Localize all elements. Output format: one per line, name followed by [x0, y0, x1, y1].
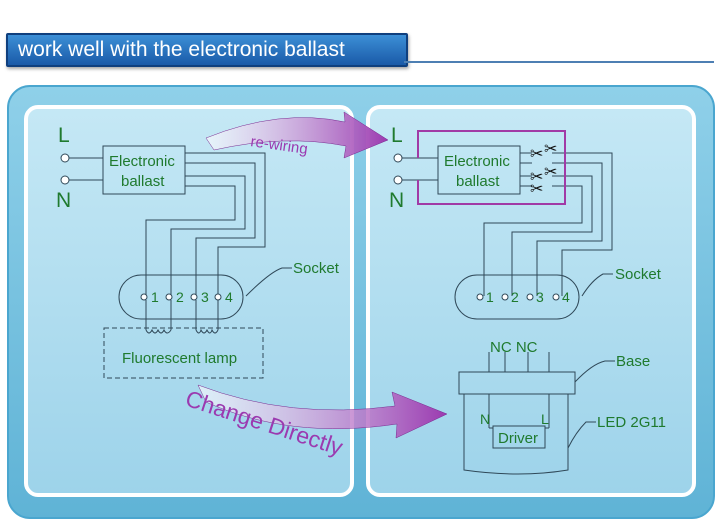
left-n-terminal	[60, 175, 70, 185]
right-l-terminal	[393, 153, 403, 163]
change-directly-arrow	[197, 384, 448, 439]
title-banner: work well with the electronic ballast	[6, 33, 408, 67]
right-socket	[454, 274, 580, 320]
scissors-icon: ✂	[530, 181, 543, 198]
right-ballast-line1: Electronic	[444, 153, 510, 170]
right-n-terminal	[393, 175, 403, 185]
left-l-label: L	[58, 124, 70, 147]
right-pin-3: 3	[536, 289, 544, 305]
led-product-label: LED 2G11	[597, 414, 666, 431]
scissors-icon: ✂	[544, 164, 557, 181]
title-underline	[404, 61, 714, 63]
left-pin-3: 3	[201, 289, 209, 305]
driver-label: Driver	[498, 430, 538, 447]
driver-box	[492, 425, 546, 449]
left-ballast-line1: Electronic	[109, 153, 175, 170]
right-socket-label: Socket	[615, 266, 662, 283]
right-n-label: N	[389, 189, 404, 212]
left-panel	[24, 105, 354, 497]
right-pin-2: 2	[511, 289, 519, 305]
right-pin-1: 1	[486, 289, 494, 305]
left-ballast-box	[102, 145, 186, 195]
nc-label: NC NC	[490, 339, 538, 356]
driver-l-label: L	[541, 411, 549, 427]
right-ballast-box	[437, 145, 521, 195]
right-pin-terminals	[476, 293, 560, 301]
left-socket-label: Socket	[293, 260, 340, 277]
cut-marks: ✂ ✂ ✂ ✂ ✂	[530, 141, 557, 198]
left-lamp-label: Fluorescent lamp	[122, 350, 237, 367]
scissors-icon: ✂	[530, 169, 543, 186]
left-circuit	[60, 145, 292, 379]
led-body	[463, 394, 569, 475]
left-pin-1: 1	[151, 289, 159, 305]
base-label: Base	[616, 353, 650, 370]
page-title: work well with the electronic ballast	[18, 38, 345, 61]
left-socket	[118, 274, 244, 320]
left-ballast-line2: ballast	[121, 173, 165, 190]
rewire-loop	[417, 130, 566, 205]
left-n-label: N	[56, 189, 71, 212]
rewiring-arrow	[205, 111, 389, 159]
right-circuit	[393, 145, 615, 475]
led-base	[458, 371, 576, 395]
left-pin-2: 2	[176, 289, 184, 305]
scissors-icon: ✂	[530, 146, 543, 163]
right-ballast-line2: ballast	[456, 173, 500, 190]
left-lamp-box	[103, 327, 264, 379]
left-l-terminal	[60, 153, 70, 163]
driver-n-label: N	[480, 411, 490, 427]
right-l-label: L	[391, 124, 403, 147]
left-pin-4: 4	[225, 289, 233, 305]
right-pin-4: 4	[562, 289, 570, 305]
scissors-icon: ✂	[544, 141, 557, 158]
left-pin-terminals	[140, 293, 222, 301]
